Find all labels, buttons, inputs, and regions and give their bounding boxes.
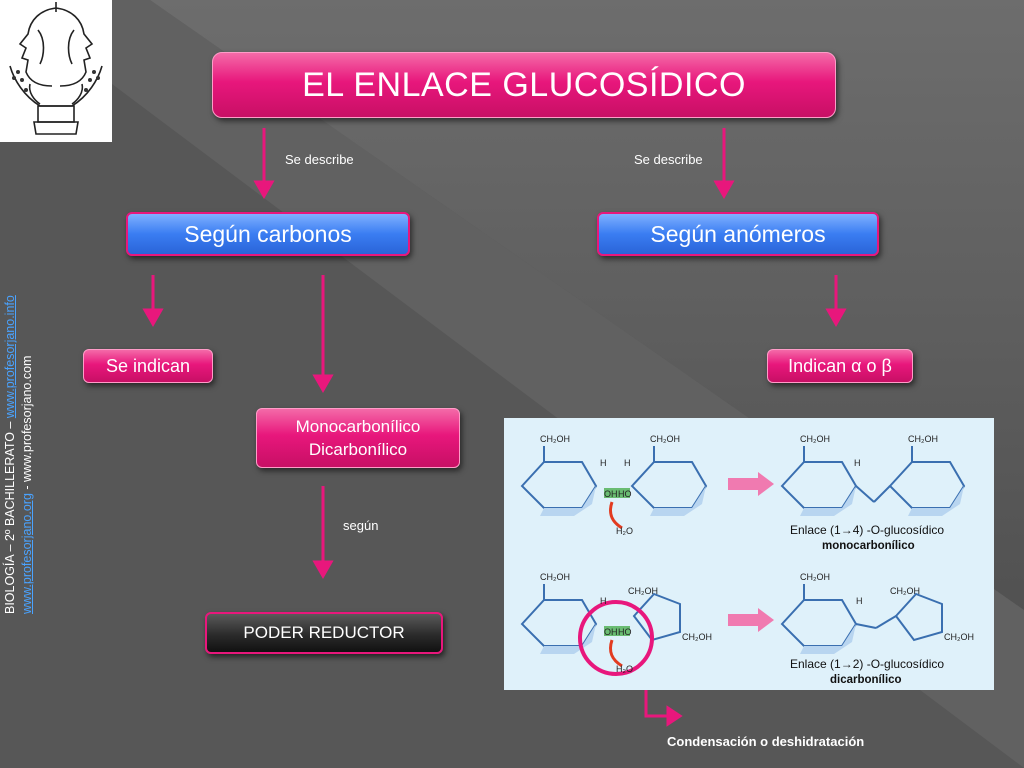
figure-caption: Condensación o deshidratación	[667, 734, 865, 749]
svg-text:CH₂OH: CH₂OH	[800, 572, 830, 582]
link-profesorjano-org[interactable]: www.profesorjano.org	[20, 493, 34, 614]
svg-text:HO: HO	[618, 489, 632, 499]
svg-text:HO: HO	[618, 627, 632, 637]
box-se-indican: Se indican	[83, 349, 213, 383]
poder-reductor-text: PODER REDUCTOR	[243, 623, 405, 642]
connector-label-segun: según	[343, 518, 379, 533]
svg-text:H: H	[854, 458, 861, 468]
svg-text:H: H	[600, 458, 607, 468]
box-indican-alpha-beta: Indican α o β	[767, 349, 913, 383]
arrow-head	[253, 180, 275, 200]
svg-text:CH₂OH: CH₂OH	[682, 632, 712, 642]
heading-carbons-text: Según carbonos	[184, 220, 352, 247]
connector-label-right: Se describe	[634, 152, 703, 167]
page-title-text: EL ENLACE GLUCOSÍDICO	[302, 65, 746, 104]
box-carbon-types: Monocarbonílico Dicarbonílico	[256, 408, 460, 468]
svg-text:CH₂OH: CH₂OH	[628, 586, 658, 596]
heading-anomers-text: Según anómeros	[650, 220, 826, 247]
carbon-type-mono: Monocarbonílico	[295, 417, 421, 436]
svg-text:H: H	[624, 458, 631, 468]
svg-text:CH₂OH: CH₂OH	[650, 434, 680, 444]
bond-type-top: monocarbonílico	[822, 540, 915, 552]
svg-text:CH₂OH: CH₂OH	[908, 434, 938, 444]
svg-text:OH: OH	[604, 627, 618, 637]
heading-anomers: Según anómeros	[597, 212, 879, 256]
side-credits-line-1: BIOLOGÍA – 2º BACHILLERATO – www.profeso…	[3, 295, 17, 614]
bond-type-bottom: dicarbonílico	[830, 674, 902, 686]
svg-text:CH₂OH: CH₂OH	[540, 572, 570, 582]
connector-label-left: Se describe	[285, 152, 354, 167]
glycosidic-bond-figure: CH₂OH CH₂OH CH₂OH CH₂OH H H OH HO H₂O H …	[504, 418, 994, 690]
page-title: EL ENLACE GLUCOSÍDICO	[212, 52, 836, 118]
svg-text:H₂O: H₂O	[616, 664, 633, 674]
bond-label-top: Enlace (1→4) -O-glucosídico	[790, 523, 944, 537]
svg-text:CH₂OH: CH₂OH	[944, 632, 974, 642]
link-profesorjano-info[interactable]: www.profesorjano.info	[3, 295, 17, 419]
svg-text:CH₂OH: CH₂OH	[800, 434, 830, 444]
svg-text:H: H	[600, 596, 607, 606]
ch2oh-label: CH₂OH	[540, 434, 570, 444]
box-poder-reductor: PODER REDUCTOR	[205, 612, 443, 654]
svg-text:OH: OH	[604, 489, 618, 499]
side-credits: BIOLOGÍA – 2º BACHILLERATO – www.profeso…	[2, 234, 44, 614]
heading-carbons: Según carbonos	[126, 212, 410, 256]
janus-head-icon	[9, 2, 103, 135]
bond-label-bottom: Enlace (1→2) -O-glucosídico	[790, 657, 944, 671]
box-se-indican-text: Se indican	[105, 355, 191, 376]
logo	[0, 0, 112, 142]
box-indican-text: Indican α o β	[788, 355, 892, 376]
svg-text:H₂O: H₂O	[616, 526, 633, 536]
carbon-type-di: Dicarbonílico	[308, 440, 408, 459]
svg-text:H: H	[856, 596, 863, 606]
side-credits-line-2: www.profesorjano.org - www.profesorjano.…	[20, 355, 34, 614]
glycosidic-diagram: CH₂OH CH₂OH CH₂OH CH₂OH H H OH HO H₂O H …	[520, 434, 974, 686]
svg-text:CH₂OH: CH₂OH	[890, 586, 920, 596]
